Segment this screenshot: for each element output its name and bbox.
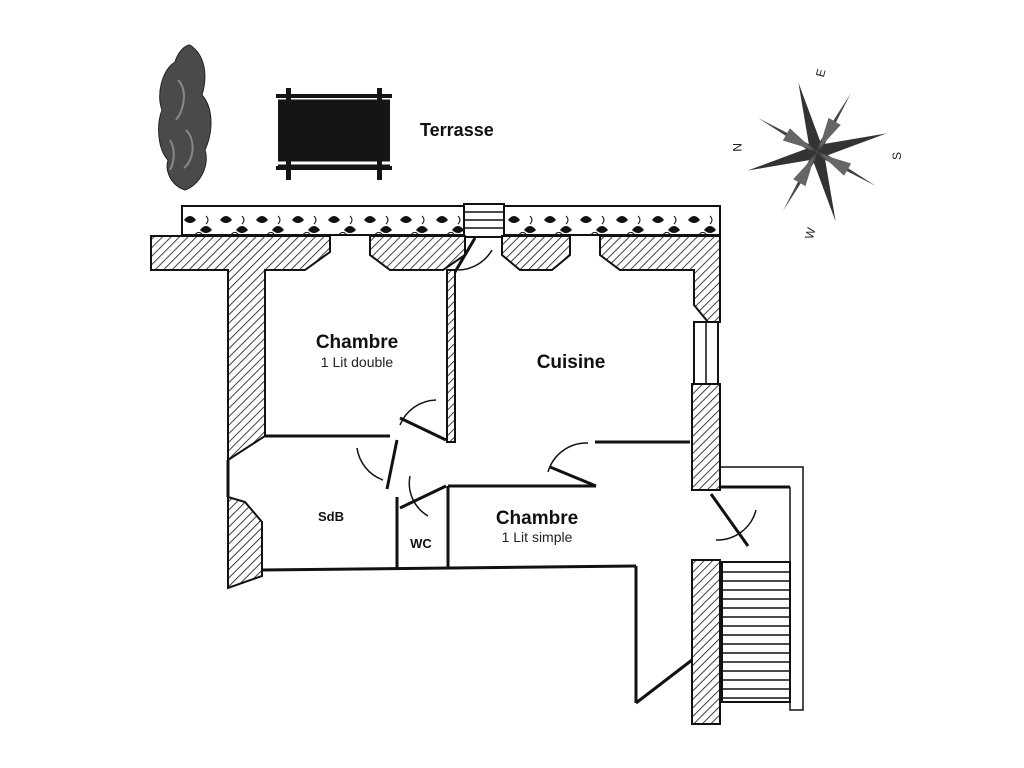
kitchen-title: Cuisine bbox=[537, 352, 606, 373]
door-bathroom[interactable] bbox=[356, 439, 399, 490]
door-wc[interactable] bbox=[399, 475, 447, 517]
compass-s: S bbox=[890, 152, 904, 160]
terrace-table-icon bbox=[276, 88, 392, 180]
door-bedroom[interactable] bbox=[399, 399, 447, 442]
compass-rose-icon bbox=[747, 82, 887, 222]
exterior-walls bbox=[150, 235, 721, 725]
garden-border-right bbox=[503, 205, 721, 236]
tree-icon bbox=[158, 44, 212, 191]
garden-border-left bbox=[181, 205, 465, 236]
door-bedroom-single[interactable] bbox=[547, 442, 597, 488]
door-entrance[interactable] bbox=[453, 237, 493, 273]
door-stairs[interactable] bbox=[709, 493, 757, 547]
compass-e: E bbox=[813, 67, 829, 78]
bedroom-single-subtitle: 1 Lit simple bbox=[502, 529, 573, 545]
terrace-label: Terrasse bbox=[420, 120, 494, 140]
interior-walls bbox=[226, 269, 790, 705]
bedroom-double-title: Chambre bbox=[316, 332, 398, 353]
compass-w: W bbox=[802, 225, 819, 240]
bedroom-double-subtitle: 1 Lit double bbox=[321, 354, 394, 370]
entrance-steps bbox=[463, 203, 505, 238]
bedroom-single-title: Chambre bbox=[496, 508, 578, 529]
staircase bbox=[720, 466, 804, 711]
bathroom-title: SdB bbox=[318, 509, 344, 524]
compass-n: N bbox=[730, 143, 744, 152]
wc-title: WC bbox=[410, 536, 432, 551]
